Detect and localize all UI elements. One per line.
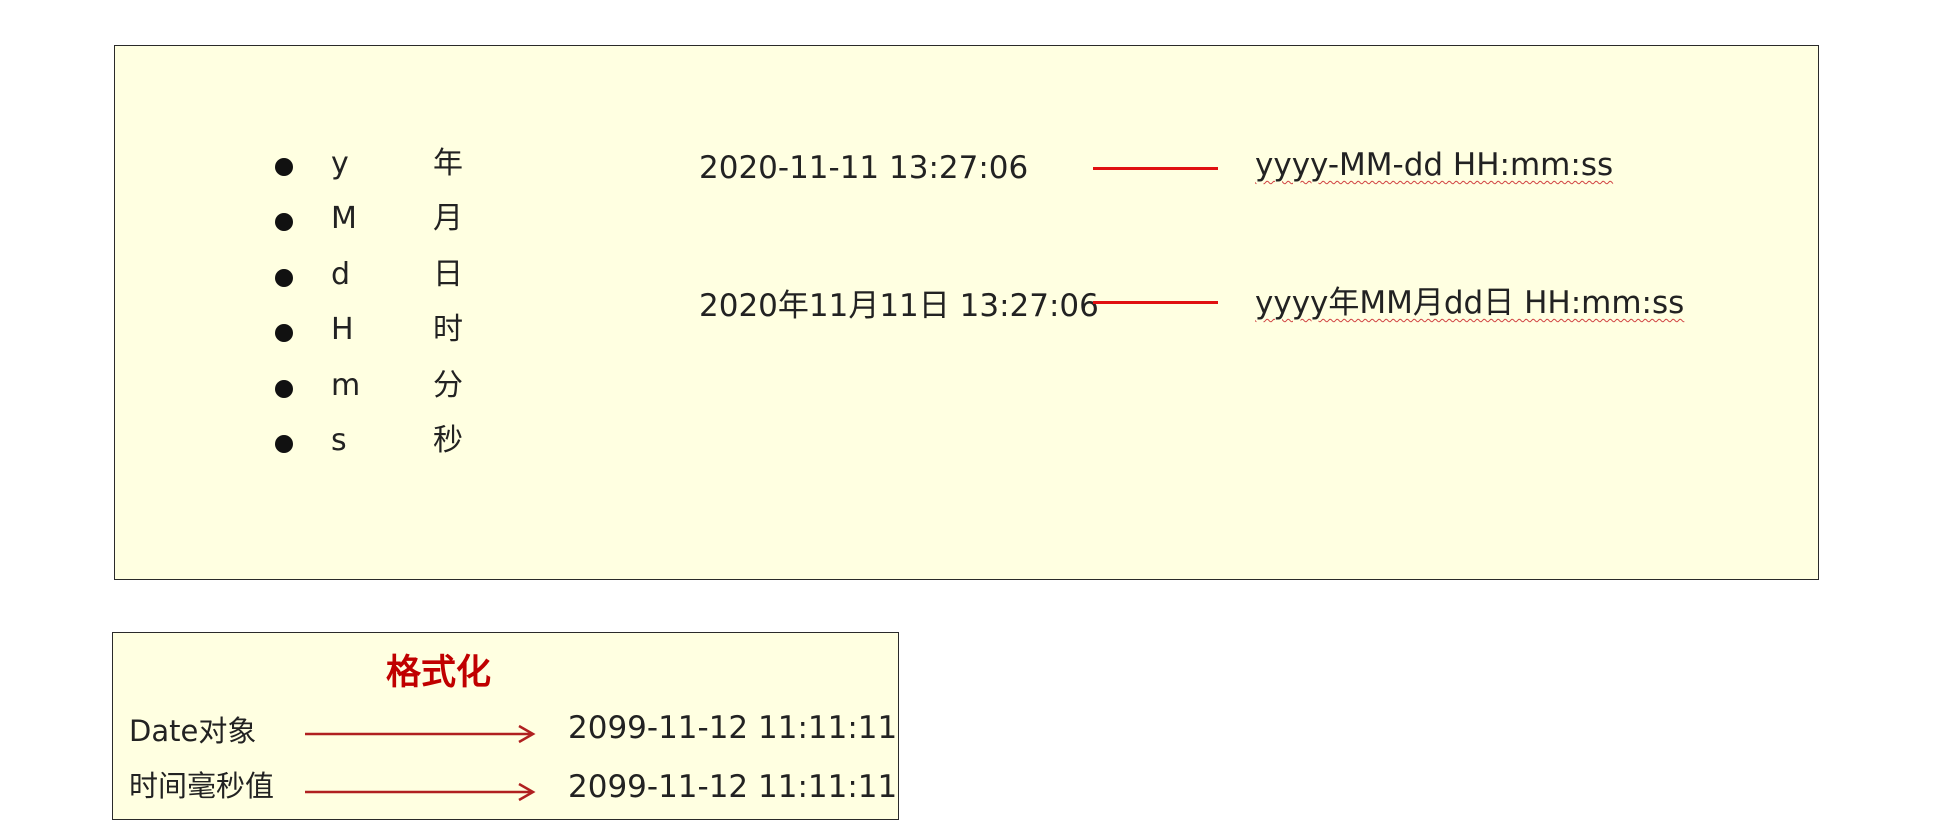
format-source-date-object: Date对象 [129,714,257,748]
format-panel: 格式化 Date对象 2099-11-12 11:11:11 时间毫秒值 209… [112,632,899,820]
legend-meaning: 分 [433,367,463,403]
pattern-legend-panel: y 年 M 月 d 日 H 时 m 分 s 秒 2020-11-11 13: [114,45,1819,580]
legend-symbol: M [331,201,357,237]
format-result-date-object: 2099-11-12 11:11:11 [568,710,898,746]
bullet-icon [275,213,293,232]
arrow-right-icon [305,724,536,744]
example-date-dashed: 2020-11-11 13:27:06 [699,150,1029,186]
legend-symbol: H [331,312,354,348]
bullet-icon [275,379,293,398]
legend-meaning: 年 [433,146,463,181]
format-result-milliseconds: 2099-11-12 11:11:11 [568,769,898,805]
legend-symbol: d [331,256,351,292]
format-source-milliseconds: 时间毫秒值 [129,769,275,803]
format-title: 格式化 [386,653,492,693]
legend-meaning: 日 [433,256,463,292]
example-pattern-chinese: yyyy年MM月dd日 HH:mm:ss [1255,285,1685,321]
bullet-icon [275,434,293,453]
example-connector-line [1093,301,1218,304]
legend-symbol: y [331,146,349,181]
bullet-icon [275,158,293,176]
example-date-chinese: 2020年11月11日 13:27:06 [699,288,1099,324]
bullet-icon [275,268,293,287]
example-connector-line [1093,167,1218,170]
legend-meaning: 月 [433,201,463,237]
legend-symbol: s [331,422,347,458]
arrow-right-icon [305,782,536,802]
legend-meaning: 秒 [433,422,463,458]
legend-symbol: m [331,367,361,403]
example-pattern-dashed: yyyy-MM-dd HH:mm:ss [1255,147,1614,183]
legend-meaning: 时 [433,312,463,348]
bullet-icon [275,324,293,343]
